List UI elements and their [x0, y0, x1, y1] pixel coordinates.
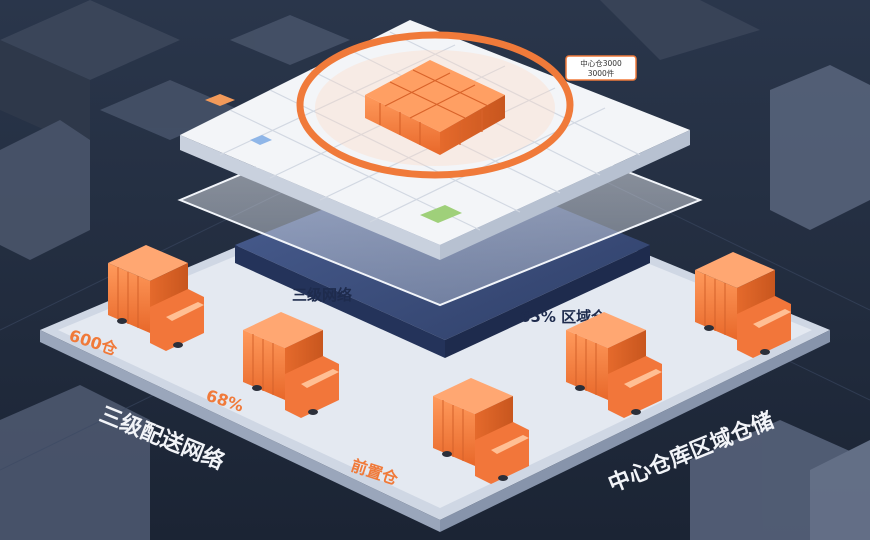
- green-area: [420, 205, 462, 223]
- center-badge-text: 中心仓3000: [580, 58, 622, 68]
- center-badge-subtext: 3000件: [588, 68, 615, 78]
- truck-icon: [243, 312, 339, 418]
- truck-icon: [566, 312, 662, 418]
- truck-icon: [433, 378, 529, 484]
- truck-icon: [108, 245, 204, 351]
- warehouse-boxes: [365, 60, 505, 155]
- dark-platform-text-left: 三级网络: [292, 286, 352, 304]
- center-badge: 中心仓3000 3000件: [565, 55, 637, 81]
- truck-icon: [695, 252, 791, 358]
- truck-group: [108, 245, 791, 484]
- highlight-ring: [296, 31, 574, 179]
